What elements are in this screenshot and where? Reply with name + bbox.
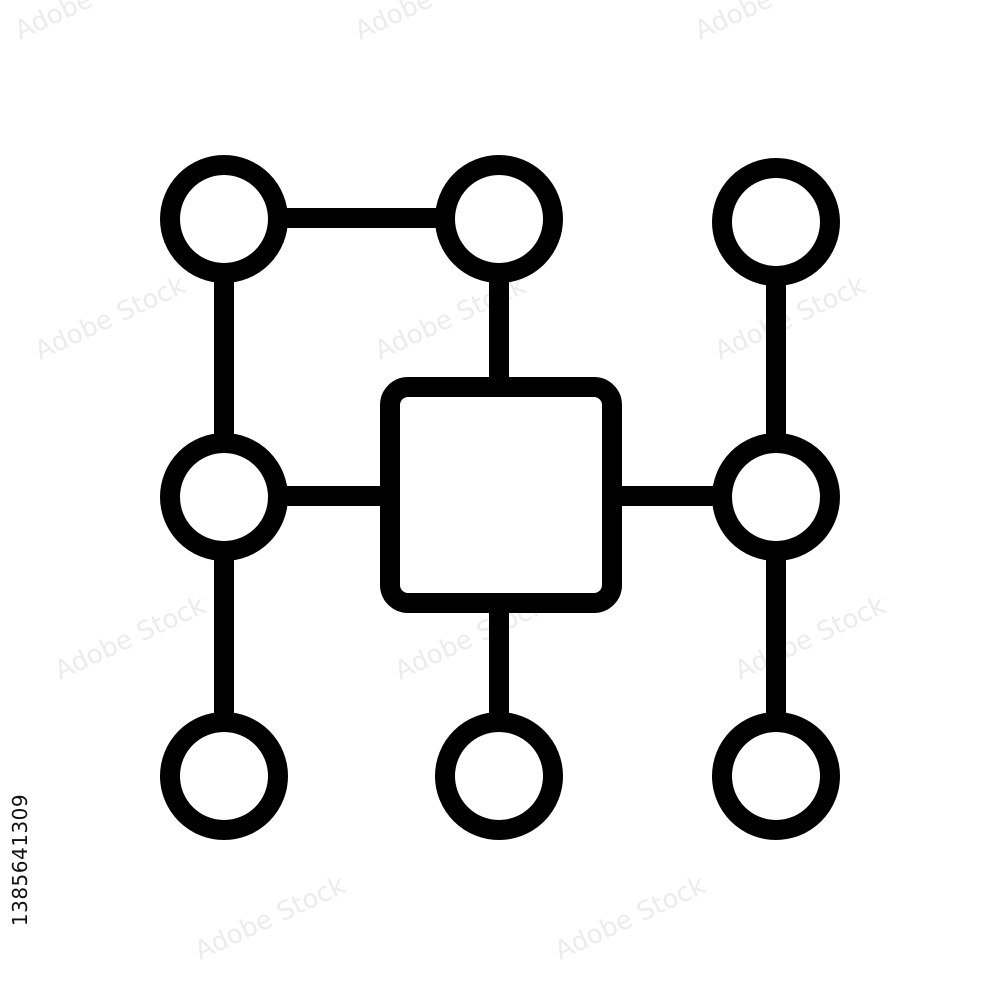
node-top-center (435, 155, 563, 283)
node-bottom-right (712, 712, 840, 840)
node-bottom-center (435, 712, 563, 840)
svg-text:Adobe Stock: Adobe Stock (730, 590, 890, 686)
svg-text:Adobe Stock: Adobe Stock (710, 270, 870, 366)
svg-text:Adobe Stock: Adobe Stock (190, 870, 350, 966)
svg-text:Adobe Stock: Adobe Stock (30, 270, 190, 366)
stock-id-text: 1385641309 (8, 793, 32, 927)
node-middle-right (712, 433, 840, 561)
node-bottom-left (160, 712, 288, 840)
svg-text:Adobe Stock: Adobe Stock (350, 0, 510, 46)
node-top-right (712, 158, 840, 286)
svg-text:Adobe Stock: Adobe Stock (690, 0, 850, 46)
svg-text:Adobe Stock: Adobe Stock (550, 870, 710, 966)
node-middle-left (160, 433, 288, 561)
central-hub-square (380, 377, 622, 613)
svg-text:Adobe Stock: Adobe Stock (10, 0, 170, 46)
node-top-left (160, 155, 288, 283)
stock-id-label: 1385641309 (4, 740, 36, 980)
svg-text:Adobe Stock: Adobe Stock (50, 590, 210, 686)
